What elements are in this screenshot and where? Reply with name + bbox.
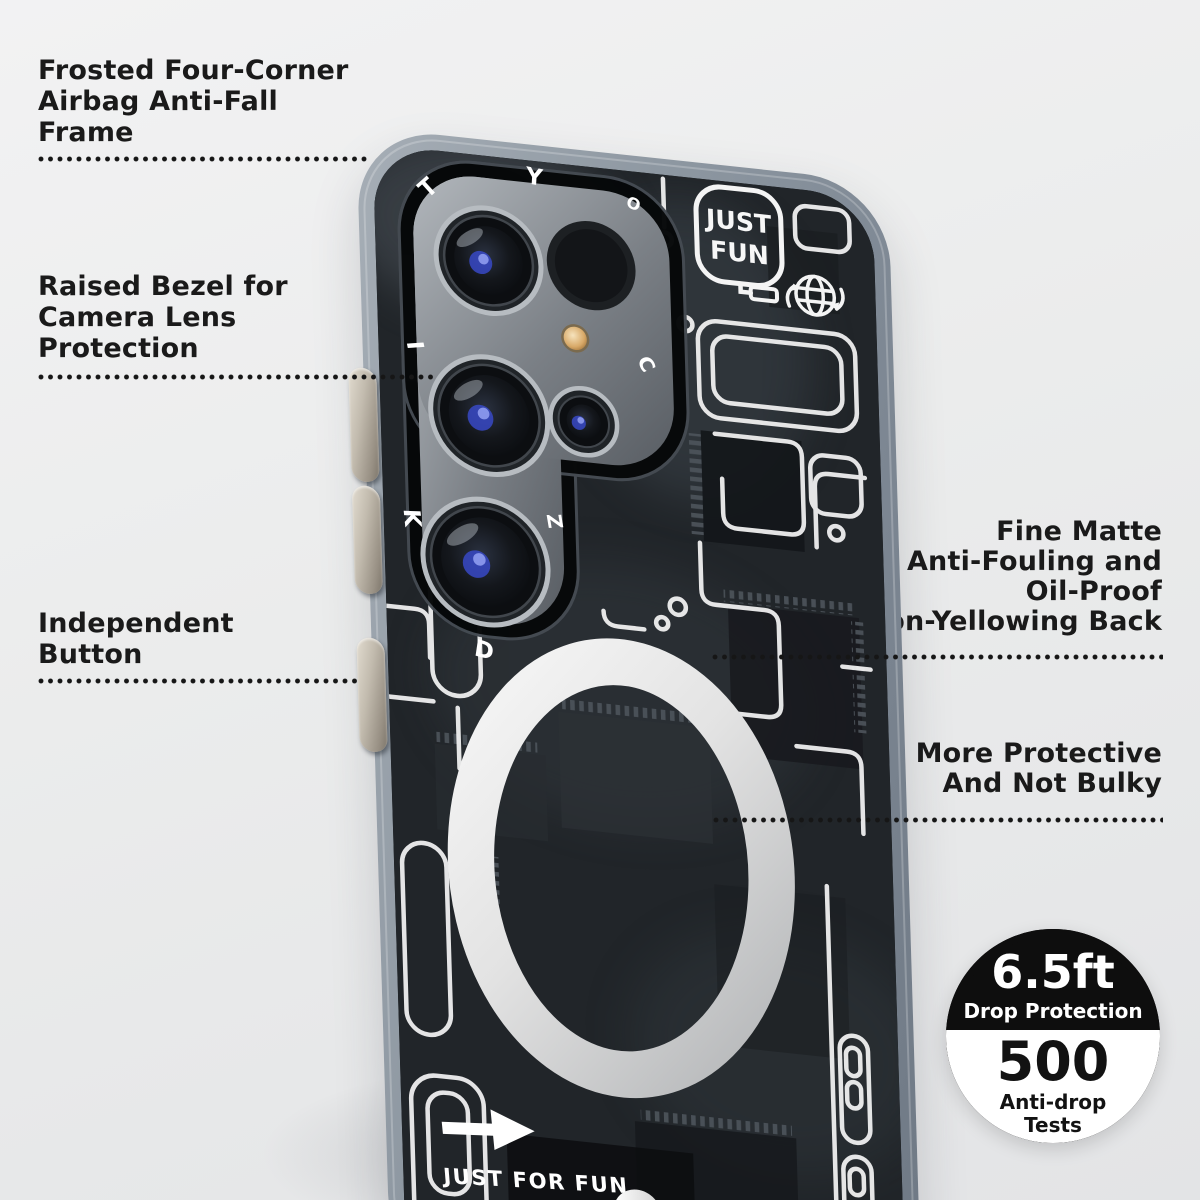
- leader-line-frame: [38, 156, 367, 162]
- callout-frame-label: Frosted Four-Corner Airbag Anti-Fall Fra…: [38, 55, 349, 148]
- camera-lens-zoom: [548, 385, 620, 458]
- callout-slim-label: More Protective And Not Bulky: [915, 738, 1162, 799]
- badge-top-half: 6.5ft Drop Protection: [946, 929, 1160, 1030]
- magsafe-ring: [447, 638, 795, 1099]
- camera-letter: Z: [542, 513, 568, 529]
- camera-lens-tele: [428, 354, 551, 478]
- side-button-power: [356, 636, 388, 754]
- phone-case: JUST FUN: [348, 126, 923, 1200]
- side-button-volume-down: [351, 484, 384, 596]
- arrow-icon: [441, 1109, 535, 1150]
- flash-led: [561, 324, 590, 353]
- badge-tests-value: 500: [996, 1029, 1110, 1093]
- badge-drop-label: Drop Protection: [963, 998, 1143, 1023]
- case-back: JUST FUN: [372, 143, 907, 1200]
- badge-tests-label: Anti-drop Tests: [999, 1089, 1107, 1137]
- logo-line2: FUN: [710, 235, 770, 270]
- camera-letter: I: [401, 340, 429, 351]
- camera-letter: D: [473, 635, 496, 666]
- side-button-volume-up: [348, 366, 380, 484]
- camera-island: [397, 160, 690, 641]
- camera-letter: O: [624, 192, 643, 215]
- leader-line-button: [38, 678, 357, 684]
- leader-line-bezel: [38, 374, 435, 380]
- camera-lens-main: [433, 205, 544, 317]
- camera-lens-ultrawide: [546, 221, 636, 311]
- callout-bezel-label: Raised Bezel for Camera Lens Protection: [38, 271, 288, 364]
- badge-bottom-half: 500 Anti-drop Tests: [946, 1029, 1160, 1143]
- leader-line-slim: [713, 817, 1163, 823]
- badge-drop-height: 6.5ft: [991, 944, 1115, 999]
- callout-button-label: Independent Button: [38, 608, 234, 670]
- camera-lens-periscope: [420, 496, 551, 628]
- globe-icon: [785, 274, 845, 317]
- case-back-art: JUST FUN: [372, 143, 907, 1200]
- camera-letter: K: [398, 508, 427, 528]
- leader-line-back: [712, 654, 1163, 660]
- callout-back-label: Fine Matte Anti-Fouling and Oil-Proof No…: [863, 516, 1162, 637]
- camera-letter: Y: [524, 162, 544, 192]
- camera-letters: T Y O I C K Z D: [398, 162, 661, 666]
- just-fun-logo: JUST FUN: [693, 184, 785, 304]
- drop-protection-badge: 6.5ft Drop Protection 500 Anti-drop Test…: [946, 929, 1160, 1143]
